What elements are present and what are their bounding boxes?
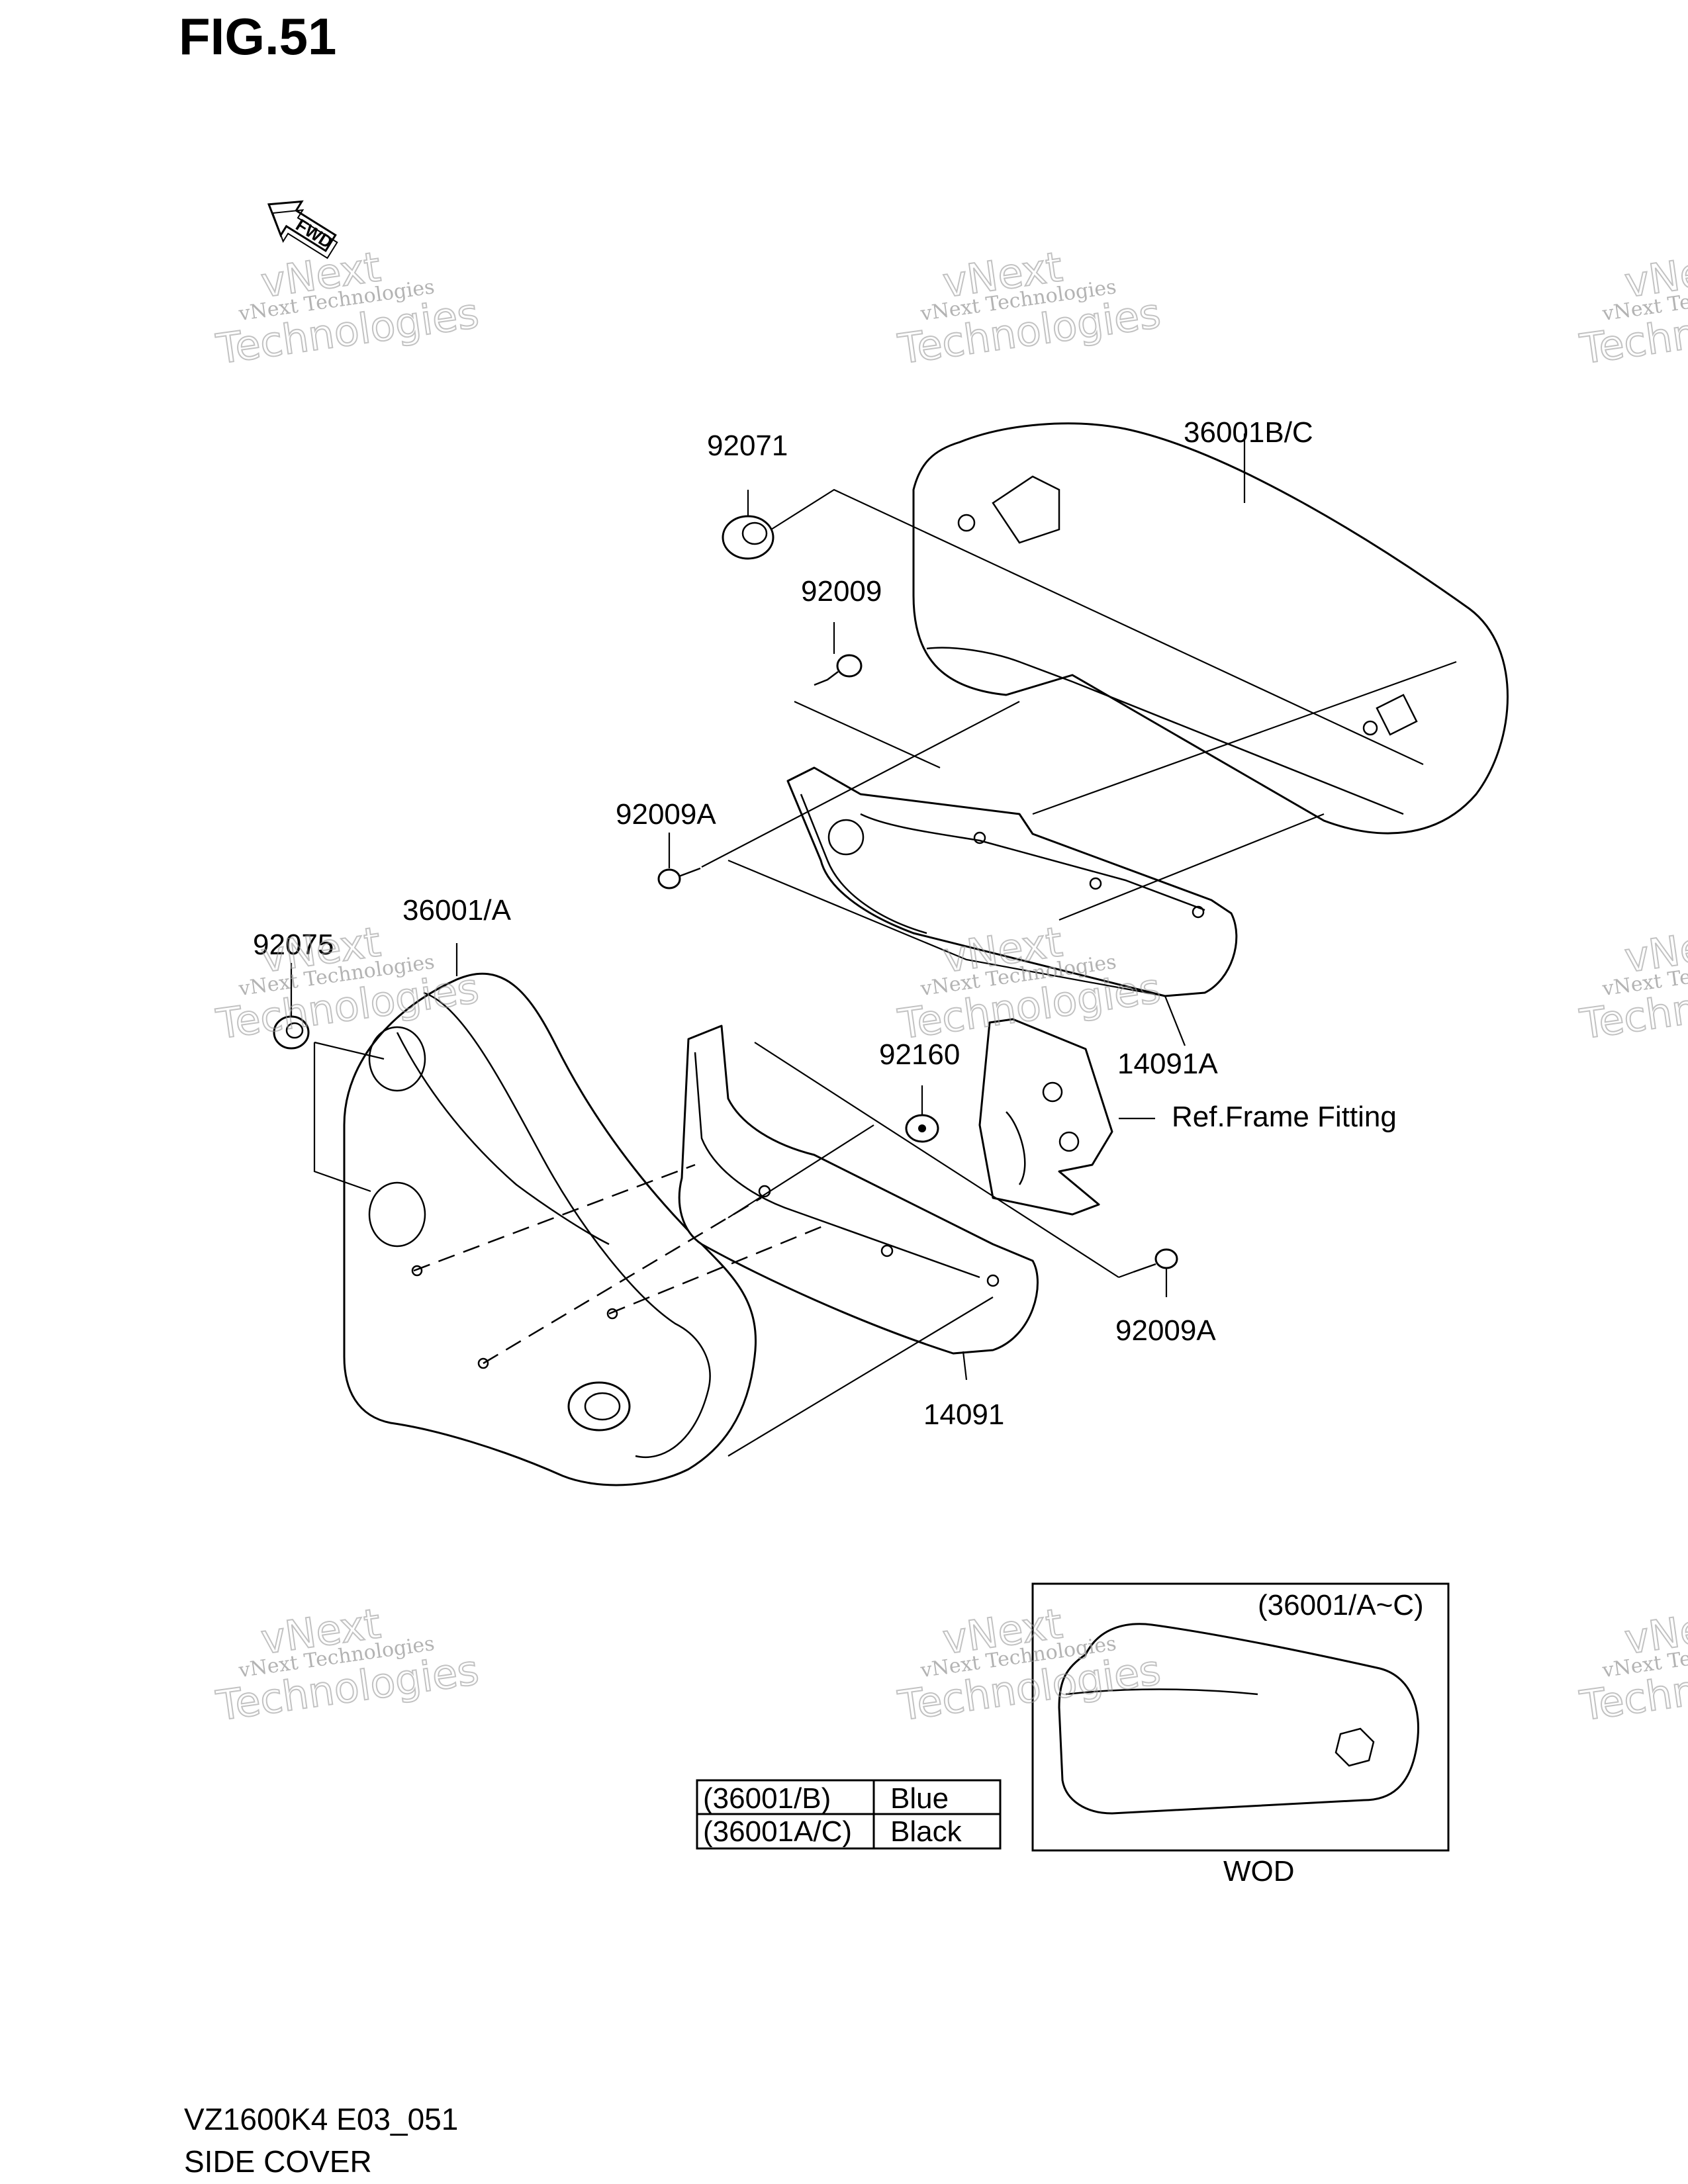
watermark: vNext vNext Technologies Technologies — [212, 242, 483, 374]
watermark: vNext vNext Technologies Technologies — [894, 242, 1164, 374]
frame-fitting-bracket — [978, 1018, 1113, 1216]
screw-92009a-upper — [657, 867, 701, 889]
callout-14091: 14091 — [923, 1398, 1004, 1431]
table-row-color: Blue — [890, 1782, 949, 1815]
inset-label: (36001/A~C) — [1258, 1589, 1424, 1621]
callout-92009: 92009 — [801, 575, 882, 608]
watermark: vNext vNext Technologies Technologies — [1576, 242, 1688, 374]
inner-cover-14091a — [786, 766, 1238, 997]
fwd-label: FWD — [293, 214, 336, 252]
callout-36001bc: 36001B/C — [1184, 416, 1313, 449]
inset-caption: WOD — [1223, 1855, 1295, 1888]
damper-92160 — [905, 1114, 939, 1143]
grommet-92071 — [722, 515, 774, 560]
footer-model-code: VZ1600K4 E03_051 — [184, 2102, 458, 2136]
watermark: vNext vNext Technologies Technologies — [1576, 917, 1688, 1049]
figure-title: FIG.51 — [179, 7, 336, 66]
inset-panel: (36001/A~C) WOD — [1031, 1582, 1450, 1888]
color-table: (36001/B) Blue (36001A/C) Black — [696, 1779, 1002, 1850]
screw-92009a-lower — [1133, 1248, 1178, 1273]
callout-36001a: 36001/A — [402, 894, 512, 927]
callout-ref-frame-fitting: Ref.Frame Fitting — [1172, 1101, 1397, 1133]
watermark: vNext vNext Technologies Technologies — [894, 917, 1164, 1049]
table-row-code: (36001A/C) — [703, 1815, 852, 1848]
callout-92075: 92075 — [253, 929, 334, 961]
side-cover-36001a — [343, 972, 757, 1486]
watermark: vNext vNext Technologies Technologies — [1576, 1598, 1688, 1731]
callout-92009a-bottom: 92009A — [1115, 1314, 1216, 1347]
inner-cover-14091 — [678, 1024, 1039, 1355]
bolt-92009 — [814, 654, 863, 686]
side-cover-36001bc — [912, 422, 1509, 835]
watermark: vNext vNext Technologies Technologies — [212, 1598, 483, 1731]
callout-92009a-top: 92009A — [616, 798, 716, 831]
table-row-color: Black — [890, 1815, 962, 1848]
callout-14091a: 14091A — [1117, 1048, 1218, 1080]
table-row-code: (36001/B) — [703, 1782, 831, 1815]
footer-section-name: SIDE COVER — [184, 2144, 372, 2179]
callout-92071: 92071 — [707, 430, 788, 462]
callout-92160: 92160 — [879, 1038, 960, 1071]
